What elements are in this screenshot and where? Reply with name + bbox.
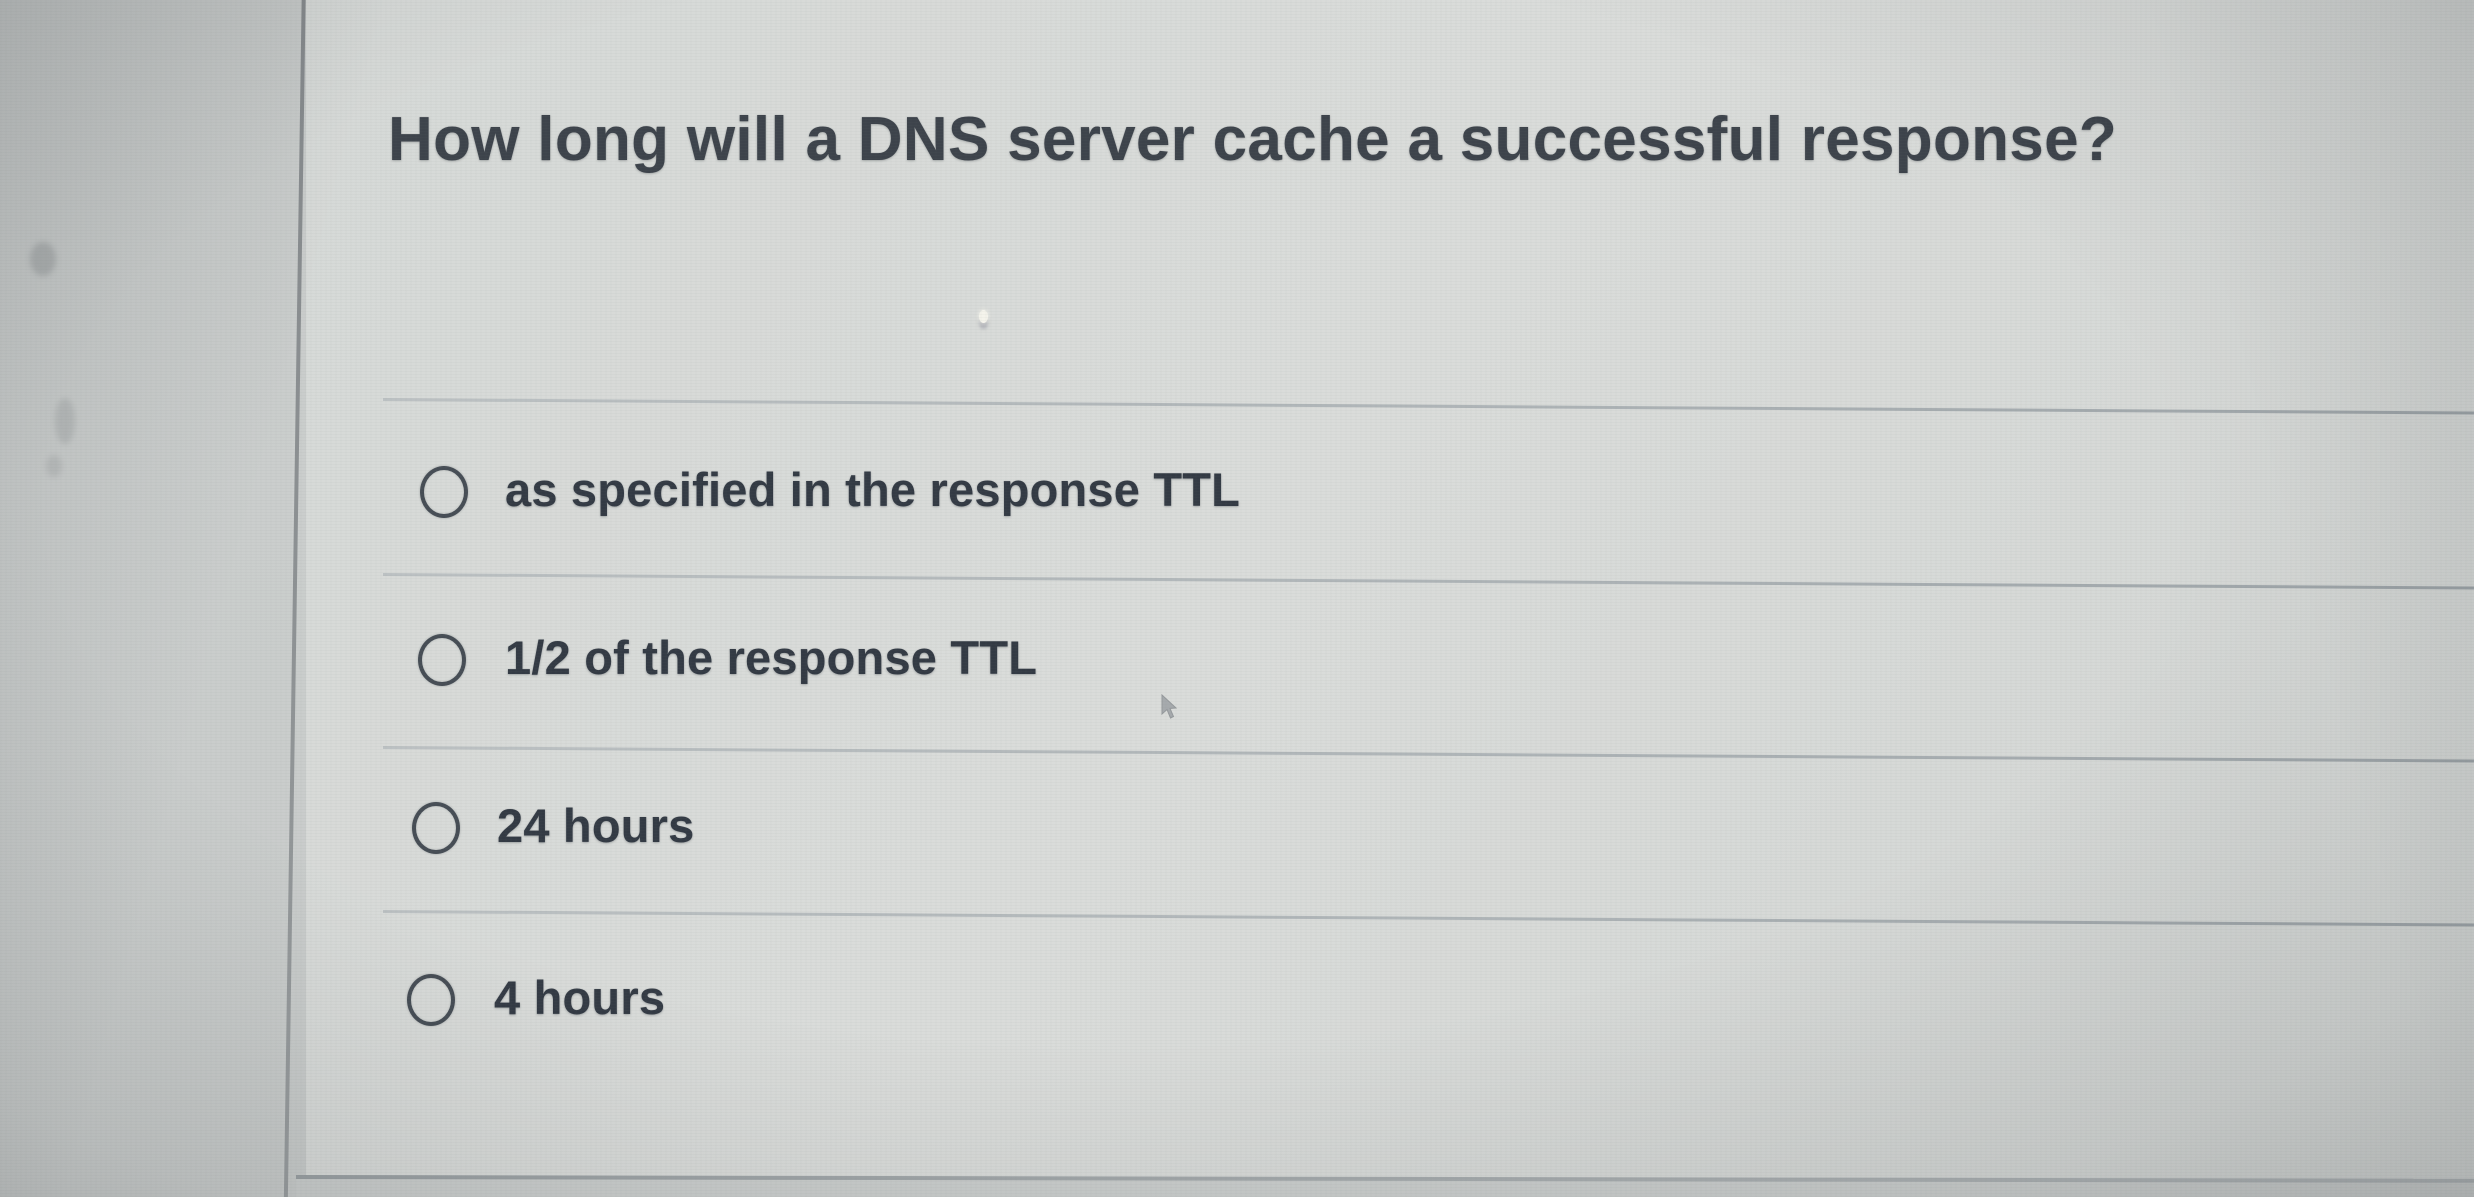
page-bottom-margin [296,1179,2474,1197]
smudge-mark [30,242,56,276]
answer-option-label: as specified in the response TTL [505,463,1241,516]
question-panel [306,0,2474,1177]
page-left-margin [0,0,306,1197]
radio-button-icon[interactable] [418,634,466,686]
answer-option-label: 1/2 of the response TTL [505,631,1038,684]
radio-button-icon[interactable] [412,802,460,854]
answer-option-label: 4 hours [494,971,666,1024]
screen-dust-speck [979,310,988,323]
answer-option-row[interactable]: 4 hours [306,940,2474,1060]
question-title: How long will a DNS server cache a succe… [388,105,2118,174]
answer-option-row[interactable]: 24 hours [306,768,2474,888]
mouse-cursor-icon [1161,694,1178,719]
smudge-mark [55,398,75,444]
radio-button-icon[interactable] [420,466,468,518]
answer-option-row[interactable]: 1/2 of the response TTL [306,600,2474,720]
answer-option-row[interactable]: as specified in the response TTL [306,430,2474,550]
answer-option-label: 24 hours [497,799,695,852]
radio-button-icon[interactable] [407,974,455,1026]
smudge-mark [46,455,62,477]
